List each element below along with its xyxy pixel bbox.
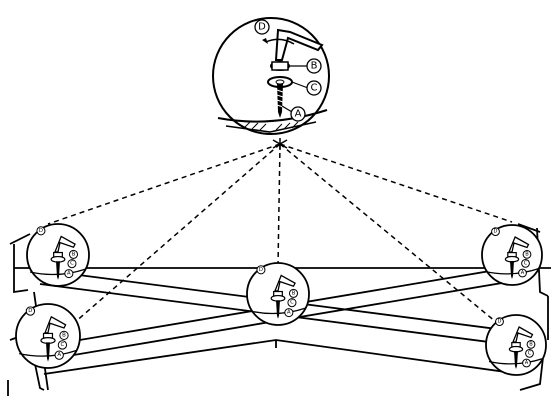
screw-icon bbox=[276, 300, 280, 319]
small-label-c: C bbox=[61, 342, 65, 348]
small-label-d: D bbox=[28, 308, 32, 314]
magnified-circle bbox=[212, 17, 330, 135]
detail-circle-left-bottom: A BC D bbox=[15, 303, 81, 369]
screw-icon bbox=[514, 351, 518, 369]
small-label-b: B bbox=[529, 341, 533, 347]
small-label-d: D bbox=[39, 228, 43, 234]
small-label-circle bbox=[518, 268, 527, 278]
projection-lines bbox=[47, 143, 513, 331]
label-circle-b bbox=[306, 58, 322, 74]
small-label-d: D bbox=[494, 229, 498, 235]
small-label-circle bbox=[288, 288, 299, 298]
small-label-a: A bbox=[57, 352, 61, 358]
screwdriver-icon bbox=[54, 235, 76, 253]
small-label-circle bbox=[59, 330, 69, 341]
small-label-circle bbox=[495, 317, 504, 327]
detail-circle-center: A BC D bbox=[246, 262, 310, 326]
small-label-b: B bbox=[292, 290, 296, 296]
small-label-circle bbox=[64, 269, 74, 279]
screwdriver-icon bbox=[274, 28, 324, 61]
small-label-circle bbox=[521, 259, 530, 268]
label-d: D bbox=[258, 22, 266, 33]
small-label-circle bbox=[67, 259, 77, 269]
screwdriver-icon bbox=[274, 274, 296, 292]
small-label-c: C bbox=[528, 350, 532, 356]
small-label-circle bbox=[54, 350, 64, 360]
screw-icon bbox=[510, 261, 514, 279]
small-label-c: C bbox=[290, 300, 294, 306]
label-circle-d bbox=[254, 19, 270, 35]
small-label-circle bbox=[525, 349, 534, 358]
small-label-circle bbox=[25, 306, 36, 316]
label-a: A bbox=[295, 109, 302, 120]
magnified-detail: D B C A bbox=[212, 17, 330, 135]
detail-circle-right-bottom: A BC D bbox=[485, 314, 547, 376]
small-label-b: B bbox=[525, 251, 529, 257]
screwdriver-icon bbox=[508, 236, 530, 253]
small-label-circle bbox=[287, 298, 297, 308]
small-label-circle bbox=[526, 340, 536, 349]
small-label-c: C bbox=[524, 260, 528, 266]
small-label-circle bbox=[491, 227, 500, 237]
small-label-d: D bbox=[259, 267, 263, 273]
screw-icon bbox=[46, 342, 50, 362]
small-label-a: A bbox=[67, 271, 71, 277]
small-label-a: A bbox=[525, 360, 529, 366]
small-label-c: C bbox=[70, 261, 74, 267]
small-label-circle bbox=[522, 358, 531, 368]
screwdriver-icon bbox=[512, 326, 534, 343]
small-label-a: A bbox=[287, 310, 291, 316]
frame-edge-detail bbox=[217, 109, 328, 123]
small-label-d: D bbox=[498, 319, 502, 325]
small-label-circle bbox=[284, 308, 294, 318]
small-label-circle bbox=[522, 250, 532, 259]
label-circle-a bbox=[290, 106, 306, 122]
small-label-b: B bbox=[72, 251, 76, 257]
screwdriver-icon bbox=[44, 315, 67, 334]
small-label-b: B bbox=[62, 332, 66, 338]
label-c: C bbox=[311, 83, 318, 94]
label-circle-c bbox=[306, 80, 322, 96]
detail-circle-left-top: A BC D bbox=[26, 223, 90, 287]
small-label-circle bbox=[36, 226, 46, 236]
label-b: B bbox=[311, 61, 318, 72]
small-label-circle bbox=[256, 265, 266, 275]
screw-icon bbox=[56, 261, 60, 280]
small-label-a: A bbox=[521, 270, 525, 276]
small-label-circle bbox=[68, 249, 79, 259]
detail-circle-right-top: A BC D bbox=[481, 224, 543, 286]
small-label-circle bbox=[57, 340, 68, 350]
